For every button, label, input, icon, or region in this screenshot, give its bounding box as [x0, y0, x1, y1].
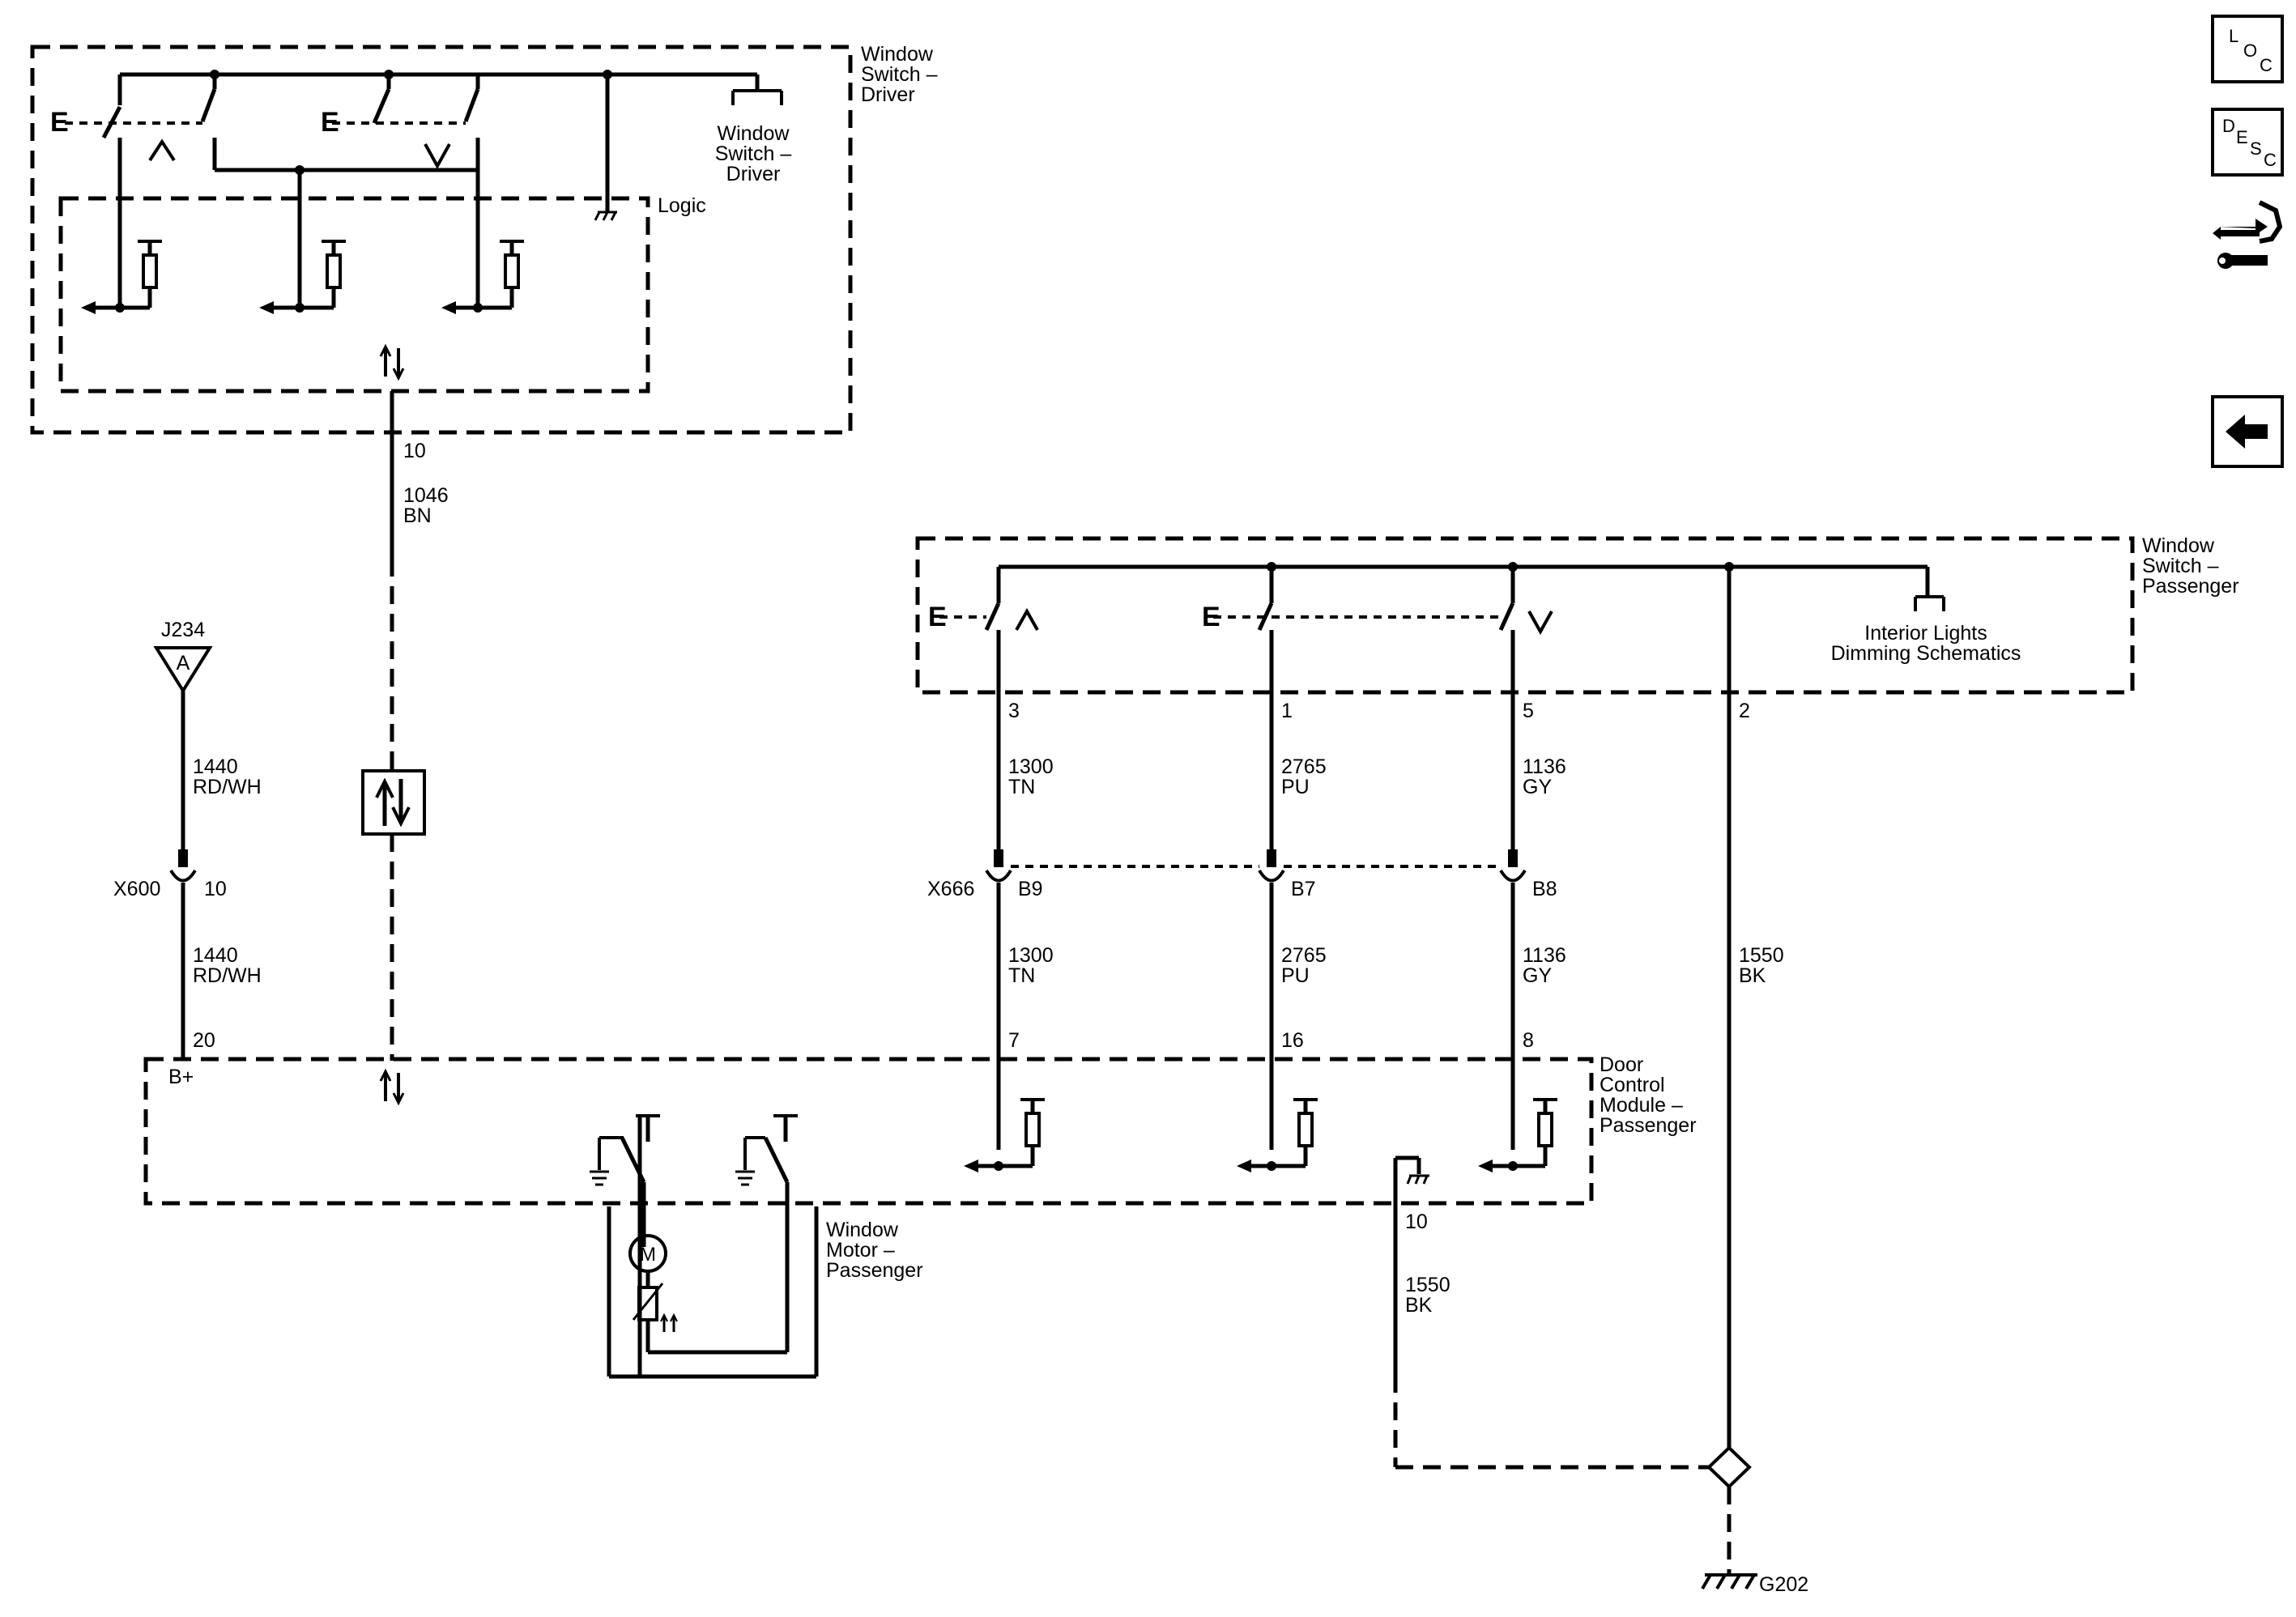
driver-switch-inner: Driver	[726, 163, 781, 185]
wire-color: PU	[1281, 776, 1310, 798]
wire-circuit: 1440	[193, 944, 238, 967]
loc-letter: O	[2243, 40, 2258, 61]
driver-dots	[115, 70, 612, 313]
door-control-module	[143, 1057, 1594, 1379]
j234-pin: A	[177, 652, 190, 674]
connector-pin: B7	[1291, 878, 1316, 900]
pin-label: 7	[1008, 1029, 1020, 1052]
bplus-label: B+	[168, 1066, 194, 1088]
passenger-switch-name: Passenger	[2142, 575, 2239, 598]
motor-name: Passenger	[826, 1259, 923, 1282]
wire-color: BN	[403, 504, 432, 527]
connector-name: X666	[927, 878, 974, 900]
connector-wrench-icon	[2213, 200, 2283, 269]
wire-circuit: 1440	[193, 755, 238, 778]
dcm-name: Passenger	[1600, 1114, 1697, 1137]
dcm-name: Control	[1600, 1074, 1665, 1096]
e-mark: E	[1202, 602, 1220, 632]
driver-switch-inner: Window	[718, 122, 790, 145]
pin-label: 5	[1523, 700, 1534, 722]
wire-circuit: 2765	[1281, 755, 1327, 778]
wire-circuit: 1300	[1008, 944, 1054, 967]
loc-letter: C	[2260, 55, 2273, 75]
e-mark: E	[50, 107, 69, 138]
motor-symbol: M	[640, 1244, 656, 1266]
wire-color: TN	[1008, 964, 1035, 987]
connector-pin: B8	[1532, 878, 1557, 900]
desc-letter: E	[2236, 127, 2248, 147]
description-button[interactable]: D E S C	[2211, 108, 2284, 177]
j234-labels: J234 A 1440 RD/WH X600 10 1440 RD/WH	[113, 619, 262, 987]
passenger-switch-marks: E E	[928, 602, 1220, 632]
motor-name: Window	[826, 1219, 899, 1241]
desc-letter: S	[2250, 138, 2262, 159]
passenger-switch-label: Window Switch – Passenger Interior Light…	[1008, 534, 2239, 722]
pin-label: 1	[1281, 700, 1293, 722]
dimming-ref: Interior Lights	[1864, 622, 1987, 645]
motor-name: Motor –	[826, 1239, 895, 1262]
j234-x600	[153, 646, 213, 1061]
wire-circuit: 1136	[1523, 944, 1566, 967]
connector-tool-button[interactable]	[2211, 194, 2284, 275]
wire-circuit: 1550	[1405, 1274, 1450, 1296]
wire-color: GY	[1523, 964, 1552, 987]
wire-circuit: 1300	[1008, 755, 1054, 778]
e-mark: E	[928, 602, 947, 632]
serial-data-line	[361, 559, 426, 1106]
back-button[interactable]	[2211, 395, 2284, 468]
wire-color: TN	[1008, 776, 1035, 798]
driver-switch-inner: Switch –	[715, 143, 792, 165]
wire-color: GY	[1523, 776, 1552, 798]
wire-color: BK	[1405, 1294, 1433, 1317]
wire-circuit: 2765	[1281, 944, 1327, 967]
driver-pin: 10	[403, 440, 426, 462]
driver-switch-name: Window	[861, 43, 934, 66]
driver-arrows	[81, 301, 456, 314]
pin-label: 2	[1739, 700, 1750, 722]
dcm-name: Module –	[1600, 1094, 1683, 1117]
wire-color: PU	[1281, 964, 1310, 987]
passenger-switch-name: Window	[2142, 534, 2215, 557]
passenger-window-switch	[915, 536, 2135, 1368]
driver-switch-marks: E E	[50, 107, 339, 138]
j234-name: J234	[161, 619, 205, 641]
left-arrow-icon	[2226, 415, 2268, 449]
dcm-arrows	[964, 1160, 1518, 1172]
pin-label: 16	[1281, 1029, 1304, 1052]
wire-color: RD/WH	[193, 964, 262, 987]
logic-label: Logic	[658, 194, 706, 217]
passenger-switch-name: Switch –	[2142, 555, 2219, 577]
wire-circuit: 1136	[1523, 755, 1566, 778]
wire-color: BK	[1739, 964, 1766, 987]
desc-letter: D	[2222, 116, 2235, 136]
connector-pin: B9	[1018, 878, 1043, 900]
x666-connector	[985, 849, 1527, 1150]
driver-switch-name: Switch –	[861, 63, 938, 86]
x666-labels: X666 B9 B7 B8 1300 TN 2765 PU 1136 GY 15…	[927, 878, 1784, 987]
dimming-ref: Dimming Schematics	[1831, 642, 2021, 665]
pin-label: 20	[193, 1029, 215, 1052]
upper-wire-labels: 1300 TN 2765 PU 1136 GY	[1008, 755, 1566, 798]
wire-circuit: 1046	[403, 484, 449, 507]
connector-pin: 10	[204, 878, 227, 900]
e-mark: E	[321, 107, 339, 138]
dcm-name: Door	[1600, 1053, 1643, 1076]
wire-circuit: 1550	[1739, 944, 1784, 967]
desc-letter: C	[2264, 150, 2277, 170]
loc-letter: L	[2229, 26, 2239, 46]
driver-switch-label: Window Switch – Driver Window Switch – D…	[403, 43, 938, 527]
connector-name: X600	[113, 878, 160, 900]
ground-name: G202	[1759, 1573, 1808, 1596]
ground-g202	[1393, 1368, 1757, 1590]
passenger-dots	[1267, 562, 1734, 572]
pin-label: 8	[1523, 1029, 1534, 1052]
driver-switch-name: Driver	[861, 83, 915, 106]
pin-label: 10	[1405, 1211, 1428, 1233]
location-button[interactable]: L O C	[2211, 15, 2284, 83]
dcm-labels: Door Control Module – Passenger B+ 20 7 …	[168, 1029, 1697, 1317]
pin-label: 3	[1008, 700, 1020, 722]
wire-color: RD/WH	[193, 776, 262, 798]
